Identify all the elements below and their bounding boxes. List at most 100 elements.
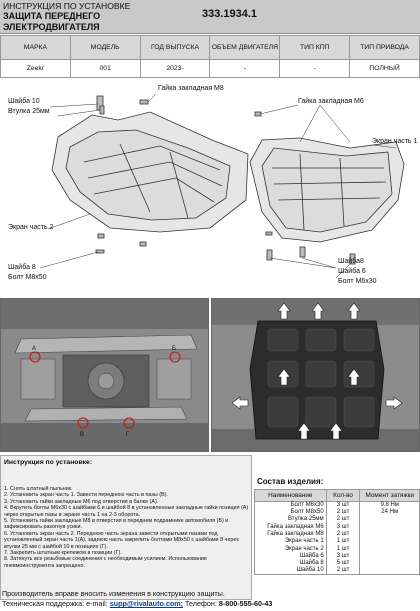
component-torque: 9.8 Нм: [359, 501, 420, 509]
support-email-link[interactable]: supp@rivalauto.com;: [109, 599, 184, 608]
instruction-step: 4. Вкрутить болты М6х30 с шайбами 6 и ша…: [4, 505, 249, 518]
instructions-list: 1. Снять штатный пыльник. 2. Установить …: [4, 486, 250, 569]
support-phone: 8-800-555-60-43: [218, 599, 273, 608]
table-row: Болт М8х50 2 шт 24 Нм: [254, 509, 420, 517]
spec-cell-drive: ПОЛНЫЙ: [349, 59, 420, 78]
exploded-diagram-drawing: [39, 93, 405, 279]
component-torque: [359, 516, 420, 524]
instruction-step: 2. Установить экран часть 1. Завести пер…: [4, 492, 168, 499]
instructions-title: Инструкция по установке:: [4, 459, 93, 466]
instruction-step: 5. Установить гайки закладные М8 в отвер…: [4, 518, 229, 531]
table-row: Экран часть 2 1 шт: [254, 545, 420, 553]
spec-header-make: МАРКА: [0, 35, 71, 60]
spec-cell-engine: -: [209, 59, 281, 78]
component-name: Гайка закладная М8: [254, 530, 327, 539]
component-torque: [359, 567, 420, 576]
component-qty: 2 шт: [325, 530, 361, 539]
installation-instructions: Инструкция по установке: 1. Снять штатны…: [0, 455, 252, 600]
component-torque: [359, 560, 420, 568]
photo-after-drawing: [212, 299, 419, 451]
header-line-3: ЭЛЕКТРОДВИГАТЕЛЯ: [3, 22, 100, 32]
table-row: Шайба 8 5 шт: [254, 560, 420, 568]
spec-header-drive: ТИП ПРИВОДА: [349, 35, 420, 60]
component-qty: 3 шт: [325, 501, 361, 509]
label-washer-10: Шайба 10: [8, 98, 40, 105]
table-row: Шайба 10 2 шт: [254, 567, 420, 576]
marker-b: Б: [172, 346, 176, 352]
table-row: Гайка закладная М8 2 шт: [254, 530, 420, 539]
component-qty: 2 шт: [325, 567, 361, 576]
component-qty: 3 шт: [325, 523, 361, 531]
document-header: ИНСТРУКЦИЯ ПО УСТАНОВКЕ ЗАЩИТА ПЕРЕДНЕГО…: [0, 0, 420, 34]
instruction-step: 3. Установить гайки закладные М6 под отв…: [4, 498, 159, 505]
footer-disclaimer: Производитель вправе вносить изменения в…: [2, 589, 225, 598]
component-qty: 1 шт: [325, 545, 361, 553]
component-name: Экран часть 1: [254, 538, 327, 546]
marker-g: Г: [126, 432, 130, 438]
part-number: 333.1934.1: [202, 8, 258, 20]
table-row: Втулка 25мм 2 шт: [254, 516, 420, 524]
component-torque: [359, 530, 420, 539]
component-torque: [359, 552, 420, 561]
leader-lines: [39, 93, 397, 279]
table-row: Гайка закладная М6 3 шт: [254, 523, 420, 531]
component-torque: [359, 545, 420, 553]
table-row: Экран часть 1 1 шт: [254, 538, 420, 546]
component-name: Шайба 8: [254, 560, 327, 568]
header-line-1: ИНСТРУКЦИЯ ПО УСТАНОВКЕ: [3, 1, 131, 11]
label-washer-8-right: Шайба8: [338, 258, 364, 265]
screen-part-2-drawing: [51, 111, 249, 233]
component-qty: 2 шт: [325, 509, 361, 517]
instruction-step: 6. Установить экран часть 2. Переднюю ча…: [4, 530, 239, 550]
component-qty: 1 шт: [325, 538, 361, 546]
component-name: Болт М8х50: [254, 509, 327, 517]
label-bolt-m8x50: Болт М8х50: [8, 274, 47, 281]
components-header-torque: Момент затяжки: [359, 489, 420, 502]
component-name: Шайба 10: [254, 567, 327, 576]
instruction-step: 8. Затянуть все резьбовые соединения с н…: [4, 556, 207, 569]
component-torque: [359, 523, 420, 531]
components-header-name: Наименование: [254, 489, 327, 502]
footer-support-label: Техническая поддержка: e-mail:: [2, 599, 110, 608]
spec-header-model: МОДЕЛЬ: [69, 35, 141, 60]
spec-cell-make: Zeekr: [0, 59, 71, 78]
footer: Производитель вправе вносить изменения в…: [0, 589, 420, 609]
exploded-diagram: Гайка закладная М8 Гайка закладная М6 Ша…: [0, 82, 420, 292]
label-nut-m6: Гайка закладная М6: [298, 98, 364, 105]
component-name: Экран часть 2: [254, 545, 327, 553]
spec-header-gearbox: ТИП КПП: [279, 35, 351, 60]
component-name: Гайка закладная М6: [254, 523, 327, 531]
component-qty: 5 шт: [325, 560, 361, 568]
instruction-step: 1. Снять штатный пыльник.: [4, 486, 73, 492]
photo-underside-after: [211, 298, 420, 452]
marker-v: В: [80, 432, 85, 438]
footer-support: Техническая поддержка: e-mail: supp@riva…: [2, 599, 420, 609]
component-name: Втулка 25мм: [254, 516, 327, 524]
label-screen-part-1: Экран часть 1: [372, 138, 418, 145]
label-sleeve-25: Втулка 25мм: [8, 108, 50, 115]
spec-cell-year: 2023-: [139, 59, 211, 78]
label-washer-6: Шайба 6: [338, 268, 366, 275]
spec-cell-model: 001: [69, 59, 141, 78]
component-name: Шайба 6: [254, 552, 327, 561]
spec-header-engine: ОБЪЕМ ДВИГАТЕЛЯ: [209, 35, 281, 60]
table-row: Болт М6х30 3 шт 9.8 Нм: [254, 501, 420, 509]
component-name: Болт М6х30: [254, 501, 327, 509]
table-row: Шайба 6 3 шт: [254, 552, 420, 561]
components-header-qty: Кол-во: [325, 489, 361, 502]
component-torque: 24 Нм: [359, 509, 420, 517]
marker-a: А: [32, 346, 37, 352]
spec-cell-gearbox: -: [279, 59, 351, 78]
label-bolt-m6x30: Болт М6х30: [338, 278, 377, 285]
component-qty: 3 шт: [325, 552, 361, 561]
vehicle-spec-table: МАРКА МОДЕЛЬ ГОД ВЫПУСКА ОБЪЕМ ДВИГАТЕЛЯ…: [0, 35, 420, 78]
label-washer-8-left: Шайба 8: [8, 264, 36, 271]
component-torque: [359, 538, 420, 546]
label-nut-m8: Гайка закладная М8: [158, 85, 224, 92]
components-table: Наименование Кол-во Момент затяжки Болт …: [254, 489, 420, 576]
highlight-circles: [29, 351, 181, 429]
label-screen-part-2: Экран часть 2: [8, 224, 54, 231]
spec-header-year: ГОД ВЫПУСКА: [139, 35, 211, 60]
footer-phone-label: Телефон:: [183, 599, 219, 608]
arrow-markers: [231, 302, 403, 440]
